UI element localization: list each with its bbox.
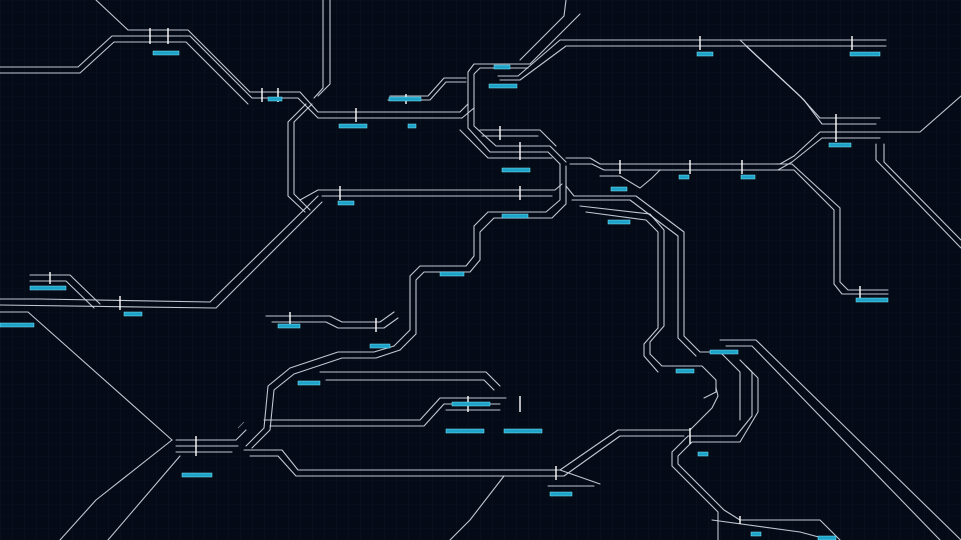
station-tag[interactable] xyxy=(29,285,67,291)
station-tag[interactable] xyxy=(152,50,180,56)
track-segment xyxy=(389,77,467,97)
track-segment xyxy=(467,103,561,165)
station-tag[interactable] xyxy=(817,535,837,540)
station-tag[interactable] xyxy=(828,142,852,148)
track-segment xyxy=(725,345,941,540)
station-tag[interactable] xyxy=(445,428,485,434)
track-segment xyxy=(265,311,395,323)
station-tag[interactable] xyxy=(855,297,889,303)
track-segment xyxy=(571,199,697,357)
track-segment xyxy=(719,339,961,540)
track-segment xyxy=(317,0,331,97)
track-segment xyxy=(579,205,717,399)
track-segment xyxy=(237,421,245,429)
station-tag[interactable] xyxy=(407,123,417,129)
track-segment xyxy=(245,345,395,447)
track-segment xyxy=(599,169,661,189)
track-segment xyxy=(497,39,887,77)
track-segment xyxy=(263,397,507,421)
track-segment xyxy=(875,143,961,249)
station-tag[interactable] xyxy=(549,491,573,497)
track-segment xyxy=(287,103,307,213)
track-segment xyxy=(499,45,887,81)
track-segment xyxy=(793,95,961,157)
track-segment xyxy=(791,137,881,163)
station-tag[interactable] xyxy=(493,64,511,70)
station-tag[interactable] xyxy=(337,200,355,206)
track-segment xyxy=(0,201,323,309)
track-segment xyxy=(0,41,129,74)
track-segment xyxy=(249,435,685,477)
station-tag[interactable] xyxy=(277,323,301,329)
track-segment xyxy=(585,211,659,373)
station-tag[interactable] xyxy=(610,186,628,192)
track-segment xyxy=(745,45,877,125)
track-segment xyxy=(107,455,181,540)
track-segment xyxy=(459,129,553,159)
station-tag[interactable] xyxy=(267,96,283,102)
station-tag[interactable] xyxy=(451,401,491,407)
track-segment xyxy=(29,280,95,309)
station-tag[interactable] xyxy=(607,219,631,225)
track-segment xyxy=(0,195,319,303)
station-tag[interactable] xyxy=(740,174,756,180)
track-segment xyxy=(325,379,495,391)
track-segment xyxy=(883,143,961,241)
track-segment xyxy=(775,163,889,291)
track-segment xyxy=(0,35,129,68)
station-tag[interactable] xyxy=(696,51,714,57)
station-layer[interactable] xyxy=(0,50,889,540)
track-segment xyxy=(565,185,741,421)
track-segment xyxy=(777,169,889,295)
station-tag[interactable] xyxy=(675,368,695,374)
station-tag[interactable] xyxy=(501,167,531,173)
track-segment xyxy=(29,274,101,305)
track-segment xyxy=(313,0,324,99)
station-tag[interactable] xyxy=(439,271,465,277)
station-tag[interactable] xyxy=(709,349,739,355)
track-segment xyxy=(95,0,461,113)
track-segment xyxy=(473,107,567,163)
track-segment xyxy=(59,439,173,540)
station-tag[interactable] xyxy=(0,322,35,328)
station-tag[interactable] xyxy=(488,83,518,89)
station-tag[interactable] xyxy=(750,531,762,537)
track-segment xyxy=(271,317,399,329)
track-segment xyxy=(393,163,561,347)
track-segment xyxy=(293,103,313,211)
station-tag[interactable] xyxy=(849,51,881,57)
track-segment xyxy=(251,349,401,449)
track-segment xyxy=(127,41,249,105)
station-tag[interactable] xyxy=(678,174,690,180)
track-segment xyxy=(299,183,563,201)
station-tag[interactable] xyxy=(501,213,529,219)
track-segment xyxy=(671,359,753,540)
track-segment xyxy=(399,165,567,351)
track-segment xyxy=(243,387,719,471)
station-tag[interactable] xyxy=(388,96,422,102)
track-segment xyxy=(319,371,501,387)
station-tag[interactable] xyxy=(697,451,709,457)
track-segment xyxy=(677,365,841,540)
track-segment xyxy=(0,311,173,441)
station-tag[interactable] xyxy=(181,472,213,478)
track-segment xyxy=(569,161,793,171)
station-tag[interactable] xyxy=(503,428,543,434)
track-segment xyxy=(565,155,795,165)
station-tag[interactable] xyxy=(338,123,368,129)
station-tag[interactable] xyxy=(369,343,391,349)
station-tag[interactable] xyxy=(297,380,321,386)
track-segment xyxy=(449,475,505,540)
track-segment xyxy=(519,0,567,61)
track-segment xyxy=(559,469,601,485)
station-tag[interactable] xyxy=(123,311,143,317)
